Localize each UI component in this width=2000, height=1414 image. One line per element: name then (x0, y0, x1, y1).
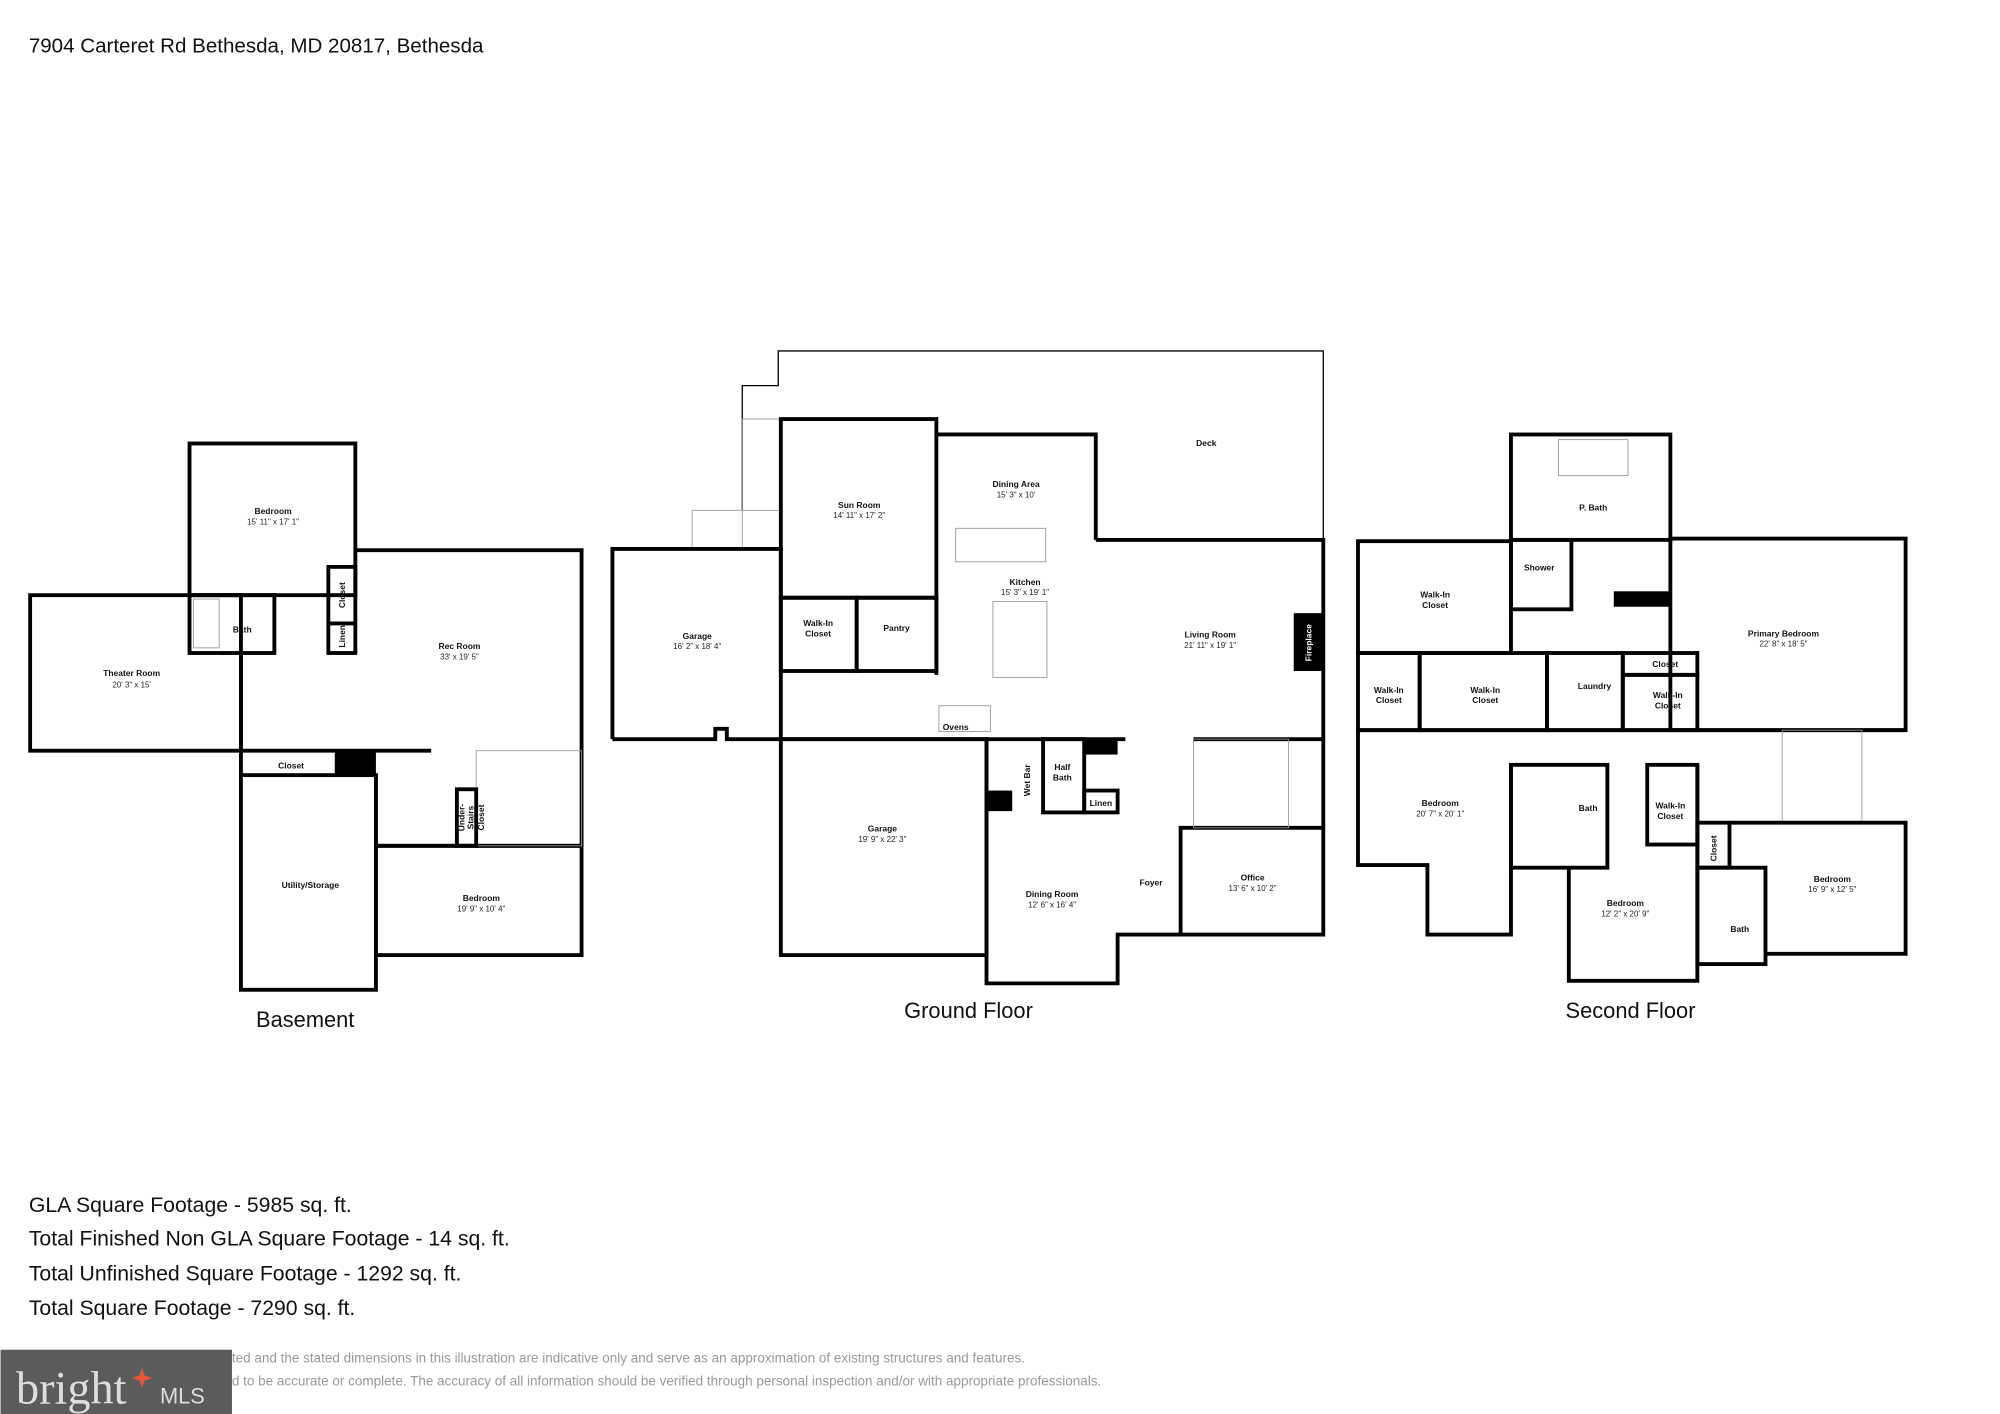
room-dims: 20' 7" x 20' 1" (1416, 809, 1464, 818)
room-label: Linen (337, 625, 347, 648)
room-label: Wet Bar (1022, 764, 1032, 797)
room-dims: 15' 3" x 10' (997, 490, 1036, 499)
room-label: Primary Bedroom (1748, 628, 1819, 638)
room-dims: 16' 2" x 18' 4" (673, 642, 721, 651)
room-dims: 19' 9" x 22' 3" (858, 835, 906, 844)
finished-non-gla-footage: Total Finished Non GLA Square Footage - … (29, 1228, 510, 1251)
room-label: Bedroom (1607, 898, 1644, 908)
room-dims: 21' 11" x 19' 1" (1184, 641, 1236, 650)
room-label: Half (1054, 762, 1070, 772)
room-label: Closet (1472, 695, 1498, 705)
second-floor-plan: P. Bath Shower Walk-In Closet Primary Be… (1356, 432, 1908, 1023)
room-dims: 15' 11" x 17' 1" (247, 517, 299, 526)
room-label: Bath (1053, 772, 1072, 782)
room-label: Pantry (883, 623, 910, 633)
room-label: Closet (805, 628, 831, 638)
room-label: Walk-In (1420, 590, 1450, 600)
room-label: Closet (1657, 811, 1683, 821)
bright-mls-logo: bright MLS (0, 1349, 232, 1414)
room-label: Living Room (1185, 630, 1236, 640)
room-label: Sun Room (838, 500, 880, 510)
room-label: Closet (337, 582, 347, 608)
room-dims: 22' 8" x 18' 5" (1759, 640, 1807, 649)
room-label: Closet (1709, 835, 1719, 861)
room-label: Theater Room (103, 668, 160, 678)
room-label: P. Bath (1579, 502, 1607, 512)
room-label: Shower (1524, 563, 1555, 573)
room-label: Walk-In (803, 618, 833, 628)
room-label: Closet (1376, 695, 1402, 705)
room-label: Closet (1655, 700, 1681, 710)
room-label: Bedroom (463, 893, 500, 903)
room-label: Walk-In (1653, 690, 1683, 700)
room-dims: 13' 6" x 10' 2" (1229, 884, 1277, 893)
room-label: Stairs (466, 805, 476, 829)
room-label: Office (1241, 873, 1265, 883)
unfinished-footage: Total Unfinished Square Footage - 1292 s… (29, 1262, 462, 1285)
room-label: Foyer (1140, 878, 1164, 888)
room-label: Garage (868, 824, 897, 834)
svg-text:MLS: MLS (160, 1384, 205, 1409)
room-label: Deck (1196, 438, 1217, 448)
svg-text:bright: bright (16, 1364, 127, 1414)
gla-footage: GLA Square Footage - 5985 sq. ft. (29, 1194, 352, 1217)
floor-title: Second Floor (1566, 998, 1696, 1023)
room-label: Fireplace (1304, 624, 1314, 661)
disclaimer-line: ted and the stated dimensions in this il… (232, 1351, 1025, 1366)
room-dims: 15' 3" x 19' 1" (1001, 588, 1049, 597)
room-label: Bath (233, 624, 252, 634)
room-label: Closet (278, 761, 304, 771)
room-label: Closet (1652, 659, 1678, 669)
room-dims: 14' 11" x 17' 2" (833, 511, 885, 520)
room-label: Laundry (1578, 681, 1612, 691)
room-dims: 19' 9" x 10' 4" (457, 904, 505, 913)
room-dims: 12' 2" x 20' 9" (1601, 910, 1649, 919)
room-dims: 12' 6" x 16' 4" (1028, 901, 1076, 910)
room-dims: 20' 3" x 15' (112, 681, 151, 690)
room-dims: 16' 9" x 12' 5" (1808, 885, 1856, 894)
room-label: Garage (683, 631, 712, 641)
room-label: Walk-In (1374, 685, 1404, 695)
room-label: Closet (476, 804, 486, 830)
room-label: Kitchen (1010, 577, 1041, 587)
room-label: Dining Area (992, 479, 1040, 489)
floor-title: Basement (256, 1007, 354, 1032)
ground-floor-plan: Deck Dining Area 15' 3" x 10' Sun Room 1… (610, 350, 1326, 1023)
room-label: Bath (1579, 803, 1598, 813)
room-label: Linen (1090, 798, 1113, 808)
basement-plan: Bedroom 15' 11" x 17' 1" Theater Room 20… (28, 441, 584, 1032)
property-address: 7904 Carteret Rd Bethesda, MD 20817, Bet… (29, 35, 484, 58)
room-label: Walk-In (1470, 685, 1500, 695)
room-label: Bedroom (1422, 798, 1459, 808)
floor-title: Ground Floor (904, 998, 1033, 1023)
room-label: Under- (457, 804, 467, 831)
room-label: Utility/Storage (282, 880, 340, 890)
room-label: Bedroom (254, 506, 291, 516)
total-footage: Total Square Footage - 7290 sq. ft. (29, 1297, 356, 1320)
room-label: Dining Room (1026, 889, 1079, 899)
room-dims: 33' x 19' 5" (440, 652, 479, 661)
room-label: Bath (1730, 924, 1749, 934)
room-label: Closet (1422, 600, 1448, 610)
room-label: Walk-In (1655, 801, 1685, 811)
room-label: Rec Room (439, 641, 481, 651)
room-label: Ovens (943, 722, 969, 732)
disclaimer-line: d to be accurate or complete. The accura… (232, 1374, 1101, 1389)
room-label: Bedroom (1814, 874, 1851, 884)
